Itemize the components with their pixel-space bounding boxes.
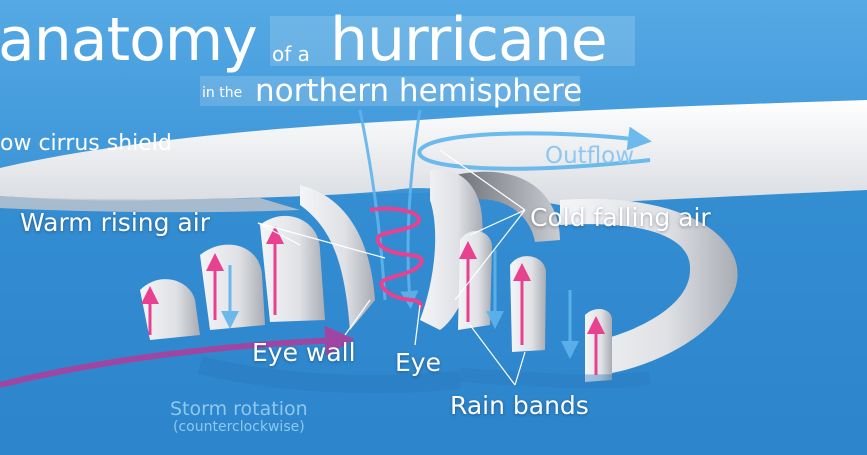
title-of-a: of a (272, 44, 310, 64)
label-outflow: Outflow (545, 145, 634, 168)
label-cold-falling-air: Cold falling air (530, 205, 711, 230)
rain-band-right-1 (458, 231, 492, 330)
title-anatomy: anatomy (0, 10, 257, 70)
rain-band-left-2 (200, 245, 265, 330)
label-storm-rotation: Storm rotation (170, 400, 308, 419)
rain-band-right-2 (510, 256, 546, 352)
label-rain-bands: Rain bands (450, 393, 589, 418)
title-northern-hemisphere: northern hemisphere (255, 76, 582, 107)
label-cirrus-shield: ow cirrus shield (0, 133, 172, 155)
label-warm-rising-air: Warm rising air (20, 210, 210, 235)
label-counterclockwise: (counterclockwise) (173, 420, 305, 434)
rain-band-right-3 (585, 309, 612, 382)
title-hurricane: hurricane (330, 10, 607, 70)
title-in-the: in the (202, 86, 242, 100)
label-eye-wall: Eye wall (252, 340, 356, 365)
label-eye: Eye (395, 350, 441, 375)
